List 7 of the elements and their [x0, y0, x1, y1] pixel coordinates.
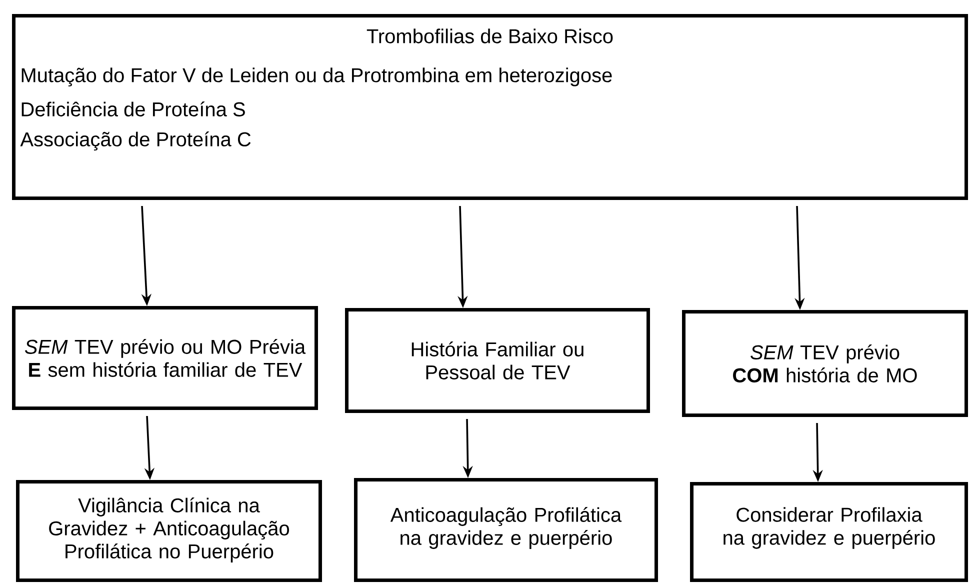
box: História Familiar ou Pessoal de TEV — [345, 308, 650, 413]
box: Trombofilias de Baixo Risco Mutação do Fator V de Leiden ou da Protrombina em heterozigose Deficiência de Proteína S Associação de Proteína C — [12, 14, 968, 200]
box: Vigilância Clínica na Gravidez + Anticoagulação Profilática no Puerpério — [16, 480, 322, 582]
box: SEM TEV prévio ou MO Prévia E sem história familiar de TEV — [12, 306, 318, 410]
box: SEM TEV prévio COM história de MO — [682, 310, 968, 417]
box: Considerar Profilaxia na gravidez e puerpério — [690, 482, 968, 582]
box: Anticoagulação Profilática na gravidez e puerpério — [354, 478, 658, 582]
